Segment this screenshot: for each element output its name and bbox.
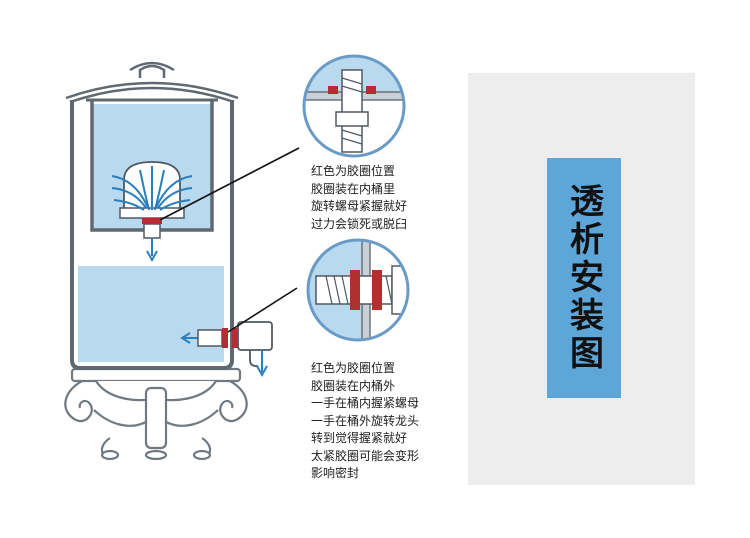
- note-line: 红色为胶圈位置: [311, 361, 396, 375]
- note-line: 一手在桶外旋转龙头: [311, 413, 420, 428]
- note-line: 胶圈装在内桶里: [311, 181, 396, 196]
- note-line: 旋转螺母紧握就好: [311, 199, 408, 213]
- note-line: 太紧胶圈可能会变形: [311, 448, 420, 463]
- detail-circle-faucet-seal: [306, 238, 410, 342]
- stand: [64, 367, 248, 461]
- note-line: 一手在桶内握紧螺母: [311, 396, 420, 410]
- detail-circle-inner-seal: [302, 54, 406, 158]
- filter-cartridge: [111, 161, 193, 219]
- note-line: 转到觉得握紧就好: [311, 431, 408, 445]
- inner-seal-instructions: 红色为胶圈位置 胶圈装在内桶里 旋转螺母紧握就好 过力会锁死或脱臼: [311, 163, 407, 233]
- leader-lines: [159, 147, 300, 333]
- note-line: 过力会锁死或脱臼: [311, 216, 408, 231]
- faucet: [180, 321, 273, 378]
- page-title: 透析安装图: [563, 183, 604, 373]
- inner-valve: [142, 218, 162, 263]
- title-box: 透析安装图: [547, 158, 621, 398]
- note-line: 胶圈装在内桶外: [311, 378, 396, 393]
- note-line: 红色为胶圈位置: [311, 164, 396, 178]
- lid: [65, 61, 239, 104]
- note-line: 影响密封: [311, 466, 360, 480]
- faucet-seal-instructions: 红色为胶圈位置 胶圈装在内桶外 一手在桶内握紧螺母 一手在桶外旋转龙头 转到觉得…: [311, 360, 419, 483]
